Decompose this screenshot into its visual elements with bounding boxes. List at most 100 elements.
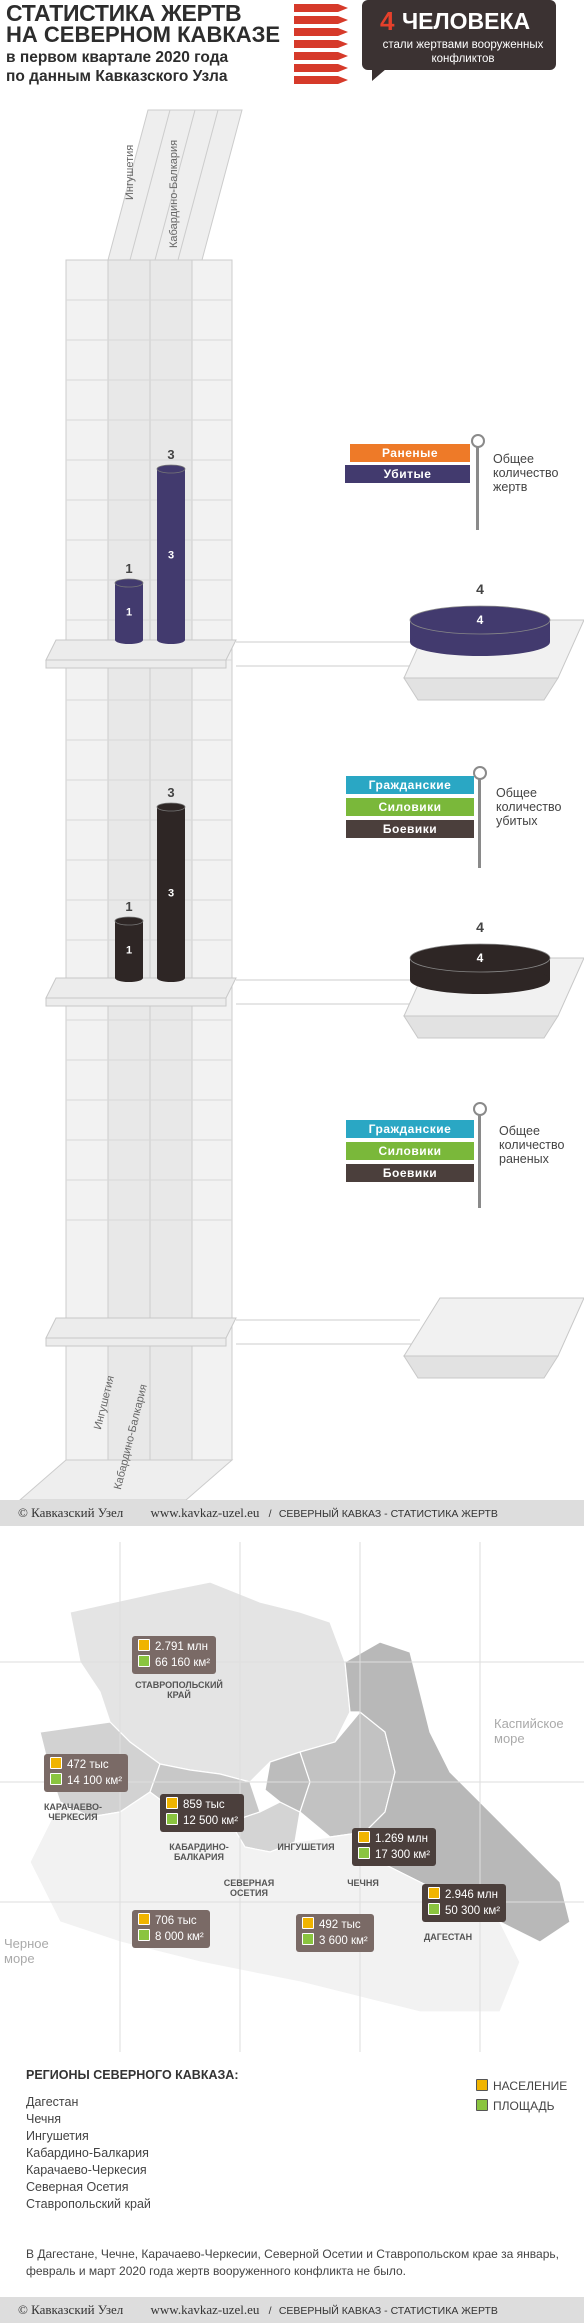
bar-inner-label: 3 [168, 550, 174, 562]
list-item: Чечня [26, 2112, 62, 2126]
area-icon [358, 1847, 370, 1859]
bar-base [157, 636, 185, 644]
population-icon [302, 1917, 314, 1929]
region-label-stavropol: СТАВРОПОЛЬСКИЙ КРАЙ [135, 1680, 223, 1700]
legend-civilians-flag: Гражданские [346, 1120, 474, 1138]
stat-area: 8 000 км² [155, 1931, 204, 1943]
population-icon [428, 1887, 440, 1899]
area-icon [166, 1813, 178, 1825]
total-disc-bottom [410, 628, 550, 656]
stat-population: 859 тыс [183, 1799, 225, 1811]
list-item: Дагестан [26, 2095, 79, 2109]
list-item: Ингушетия [26, 2129, 89, 2143]
area-icon [138, 1929, 150, 1941]
bar-top [114, 916, 144, 926]
box-pointer [372, 69, 386, 81]
legend-wounded-flag: Раненые [350, 444, 470, 462]
stat-box-stavropol: 2.791 млн 66 160 км² [132, 1636, 217, 1674]
stat-area: 12 500 км² [183, 1815, 239, 1827]
region-label-kbr: КАБАРДИНО-БАЛКАРИЯ [169, 1842, 229, 1862]
bar-value-label: 1 [125, 561, 132, 576]
caspian-sea-label: Каспийское море [494, 1716, 564, 1746]
bar [115, 583, 143, 640]
subtitle-line-2: по данным Кавказского Узла [6, 68, 228, 85]
total-number: 4 [380, 6, 395, 36]
map-legend: НАСЕЛЕНИЕ ПЛОЩАДЬ [476, 2076, 567, 2116]
legend-pin-icon [473, 1102, 487, 1116]
population-icon [358, 1831, 370, 1843]
total-inner-label: 4 [477, 613, 484, 627]
legend-divider [478, 1112, 481, 1208]
total-disc [409, 943, 551, 973]
footer-site-link[interactable]: www.kavkaz-uzel.eu [150, 1505, 260, 1520]
map-legend-population: НАСЕЛЕНИЕ [493, 2079, 568, 2093]
footer-bottom: © Кавказский Узел www.kavkaz-uzel.eu / С… [0, 2297, 584, 2323]
stat-box-dagestan: 2.946 млн 50 300 км² [422, 1884, 507, 1922]
area-icon [138, 1655, 150, 1667]
total-value-label: 4 [476, 581, 484, 597]
bar-inner-label: 3 [168, 888, 174, 900]
population-icon [50, 1757, 62, 1769]
caucasus-map [0, 1542, 584, 2052]
region-label-kchr: КАРАЧАЕВО-ЧЕРКЕСИЯ [43, 1802, 103, 1822]
population-icon [476, 2079, 488, 2091]
bar-base [115, 636, 143, 644]
footer-copyright: © Кавказский Узел [18, 2302, 124, 2317]
bar [157, 807, 185, 978]
total-word: ЧЕЛОВЕКА [402, 8, 531, 34]
area-icon [476, 2099, 488, 2111]
stat-population: 492 тыс [319, 1919, 361, 1931]
legend-pin-icon [473, 766, 487, 780]
bar-top [156, 802, 186, 812]
stat-area: 14 100 км² [67, 1775, 123, 1787]
stat-area: 66 160 км² [155, 1657, 211, 1669]
bar-base [157, 974, 185, 982]
stat-population: 472 тыс [67, 1759, 109, 1771]
bullets-icon [294, 4, 348, 84]
list-item: Ставропольский край [26, 2197, 151, 2211]
bar-top [156, 464, 186, 474]
legend-security-flag: Силовики [346, 1142, 474, 1160]
stat-box-kchr: 472 тыс 14 100 км² [44, 1754, 129, 1792]
legend-security-flag: Силовики [346, 798, 474, 816]
map-legend-area: ПЛОЩАДЬ [493, 2099, 555, 2113]
list-item: Кабардино-Балкария [26, 2146, 149, 2160]
list-item: Северная Осетия [26, 2180, 129, 2194]
region-label-chechnya: ЧЕЧНЯ [347, 1878, 379, 1888]
bar-base [115, 974, 143, 982]
bar [115, 921, 143, 978]
population-icon [166, 1797, 178, 1809]
stat-area: 3 600 км² [319, 1935, 368, 1947]
header-title: СТАТИСТИКА ЖЕРТВ НА СЕВЕРНОМ КАВКАЗЕ в п… [6, 2, 306, 86]
area-icon [50, 1773, 62, 1785]
bar [157, 469, 185, 640]
total-value-label: 4 [476, 919, 484, 935]
stat-box-ossetia: 706 тыс 8 000 км² [132, 1910, 210, 1948]
population-icon [138, 1913, 150, 1925]
area-icon [302, 1933, 314, 1945]
area-icon [428, 1903, 440, 1915]
title-line-2: НА СЕВЕРНОМ КАВКАЗЕ [6, 22, 281, 47]
stat-box-chechnya: 1.269 млн 17 300 км² [352, 1828, 437, 1866]
total-inner-label: 4 [477, 951, 484, 965]
footer-slash: / [268, 1508, 272, 1520]
bar-inner-label: 1 [126, 607, 132, 619]
legend-civilians-flag: Гражданские [346, 776, 474, 794]
regions-list: Дагестан Чечня Ингушетия Кабардино-Балка… [26, 2094, 151, 2213]
stat-population: 2.791 млн [155, 1641, 208, 1653]
stat-population: 706 тыс [155, 1915, 197, 1927]
stat-box-ingushetia: 492 тыс 3 600 км² [296, 1914, 374, 1952]
bar-value-label: 3 [167, 785, 174, 800]
note-text: В Дагестане, Чечне, Карачаево-Черкесии, … [26, 2247, 559, 2278]
region-label-dagestan: ДАГЕСТАН [423, 1932, 473, 1942]
footer-top: © Кавказский Узел www.kavkaz-uzel.eu / С… [0, 1500, 584, 1526]
footer-caption: СЕВЕРНЫЙ КАВКАЗ - СТАТИСТИКА ЖЕРТВ [278, 1508, 498, 1520]
legend-pin-icon [471, 434, 485, 448]
legend-victims-caption: Общее количество жертв [493, 452, 559, 494]
population-icon [138, 1639, 150, 1651]
footer-site-link[interactable]: www.kavkaz-uzel.eu [150, 2302, 260, 2317]
bar-value-label: 3 [167, 447, 174, 462]
chart-grid [19, 109, 584, 1500]
stat-population: 2.946 млн [445, 1889, 498, 1901]
